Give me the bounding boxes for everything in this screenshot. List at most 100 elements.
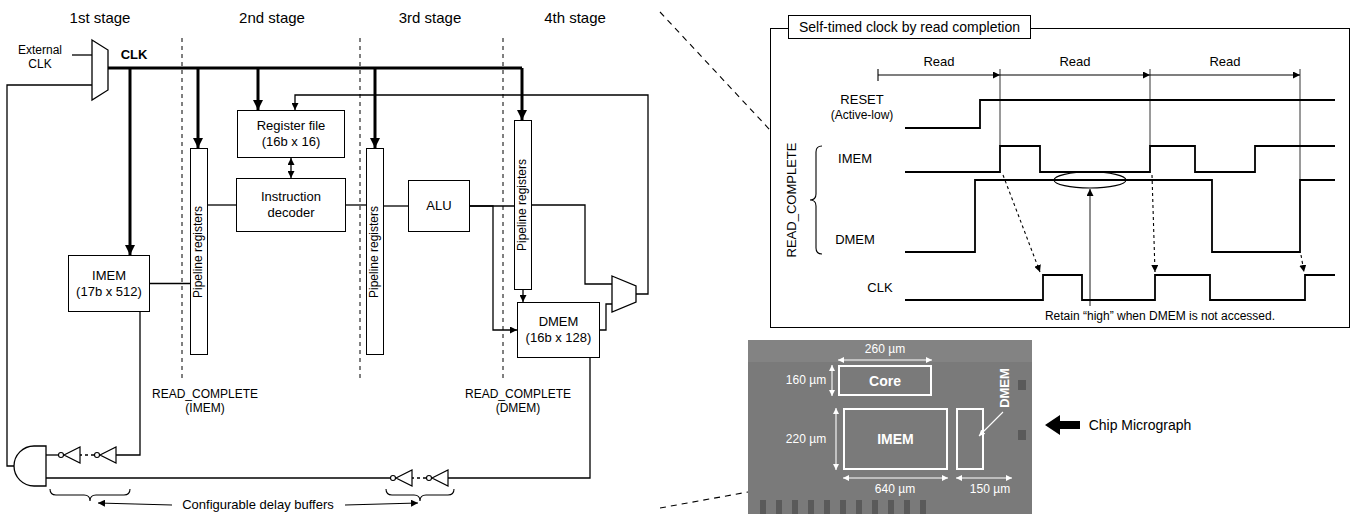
read-interval-arrow: [1000, 74, 1150, 75]
imem-waveform: [905, 146, 1335, 172]
stage-label: 2nd stage: [239, 9, 305, 26]
read-marker-line: [1300, 69, 1301, 180]
micrograph-texture: [748, 340, 1032, 362]
buffer-chain: [412, 477, 426, 478]
dimension-label: 260 µm: [865, 343, 905, 357]
delay-buffer: [396, 470, 412, 486]
signal-name: External CLK: [18, 44, 62, 72]
dmem-region: DMEM: [956, 408, 984, 470]
brace: [50, 489, 130, 501]
micrograph-pad: [824, 500, 830, 514]
signal-name: RESET: [840, 93, 883, 108]
data-connector: [384, 205, 408, 206]
dimension-arrow: [956, 477, 1012, 478]
stage-label: 1st stage: [70, 9, 131, 26]
node-title: Instruction decoder: [242, 189, 340, 220]
clock-mux: [92, 40, 108, 100]
node-title: Pipeline registers: [192, 205, 205, 297]
interval-label: Read: [923, 55, 954, 70]
signal-name: IMEM: [838, 152, 872, 167]
signal-name: DMEM: [835, 233, 875, 248]
annotation: Configurable delay buffers: [182, 498, 334, 513]
read-marker-line: [1000, 69, 1001, 146]
writeback-mux: [612, 276, 636, 312]
pipeline-register: Pipeline registers: [366, 148, 384, 355]
alu-block: ALU: [408, 180, 470, 232]
node-detail: (16b x 16): [262, 134, 321, 150]
causality-arrow: [1003, 175, 1040, 272]
micrograph-pad: [760, 500, 766, 514]
signal-name: CLK: [121, 48, 148, 63]
dimension-label: 220 µm: [786, 433, 826, 447]
buffer-chain: [80, 454, 94, 455]
clock-drop: [197, 68, 200, 148]
read-complete-wire: [116, 312, 140, 455]
pipeline-register: Pipeline registers: [190, 148, 208, 355]
delay-buffer: [64, 447, 80, 463]
buffer-bubble: [391, 476, 396, 481]
data-connector: [150, 283, 190, 284]
dimension-arrow: [835, 408, 836, 470]
data-connector: [346, 204, 366, 205]
stage-separator: [360, 38, 361, 380]
dmem-waveform: [905, 180, 1335, 252]
data-connector: [522, 290, 523, 302]
micrograph-pad: [840, 500, 846, 514]
pointer-arrow: [1045, 415, 1080, 435]
memory-block: DMEM(16b x 128): [517, 302, 600, 358]
signal-name: READ_COMPLETE (DMEM): [465, 388, 571, 416]
stage-separator: [503, 38, 504, 380]
read-marker-line: [1150, 69, 1151, 146]
imem-region: IMEM: [843, 408, 948, 470]
highlight-ellipse: [1054, 172, 1126, 188]
dimension-label: 160 µm: [786, 374, 826, 388]
zoom-line: [660, 492, 748, 508]
node-title: Pipeline registers: [516, 159, 529, 251]
core-region: Core: [838, 365, 932, 396]
memory-block: IMEM(17b x 512): [68, 255, 150, 312]
writeback-wire: [600, 304, 612, 330]
signal-name: CLK: [867, 281, 892, 296]
dimension-label: 640 µm: [875, 483, 915, 497]
dimension-arrow: [843, 477, 948, 478]
stage-label: 3rd stage: [399, 9, 462, 26]
caption-label: Chip Micrograph: [1089, 417, 1192, 433]
delay-buffer: [432, 470, 448, 486]
register-file: Register file(16b x 16): [237, 110, 345, 158]
node-title: IMEM: [92, 268, 126, 284]
node-title: DMEM: [539, 314, 579, 330]
node-title: Self-timed clock by read completion: [788, 15, 1031, 39]
read-complete-wire: [448, 358, 590, 478]
clock-drop: [374, 68, 377, 148]
micrograph-pad: [872, 500, 878, 514]
micrograph-pad: [1018, 380, 1026, 390]
clk-waveform: [905, 275, 1335, 300]
writeback-wire: [295, 95, 648, 294]
interval-label: Read: [1209, 55, 1240, 70]
zoom-line: [660, 12, 770, 130]
clock-drop: [129, 68, 132, 255]
dimension-arrow: [838, 359, 932, 360]
clock-drop: [257, 68, 260, 110]
pointer-arrow: [345, 503, 418, 505]
brace: [386, 489, 454, 501]
writeback-wire: [532, 205, 612, 284]
micrograph-photo: [748, 340, 1032, 514]
clock-drop: [521, 68, 524, 120]
buffer-bubble: [427, 476, 432, 481]
read-interval-arrow: [878, 74, 1000, 75]
signal-group-name: READ_COMPLETE: [785, 143, 800, 258]
clock-bus: [108, 67, 522, 70]
stage-separator: [182, 38, 183, 380]
external-clock-wire: [72, 54, 92, 55]
read-complete-wire: [46, 477, 390, 478]
micrograph-pad: [856, 500, 862, 514]
timing-panel: Self-timed clock by read completion: [770, 28, 1350, 328]
micrograph-pad: [888, 500, 894, 514]
dimension-arrow: [831, 365, 832, 396]
causality-arrow: [1152, 175, 1155, 272]
signal-name: READ_COMPLETE (IMEM): [152, 388, 258, 416]
pipeline-register: Pipeline registers: [514, 120, 532, 290]
